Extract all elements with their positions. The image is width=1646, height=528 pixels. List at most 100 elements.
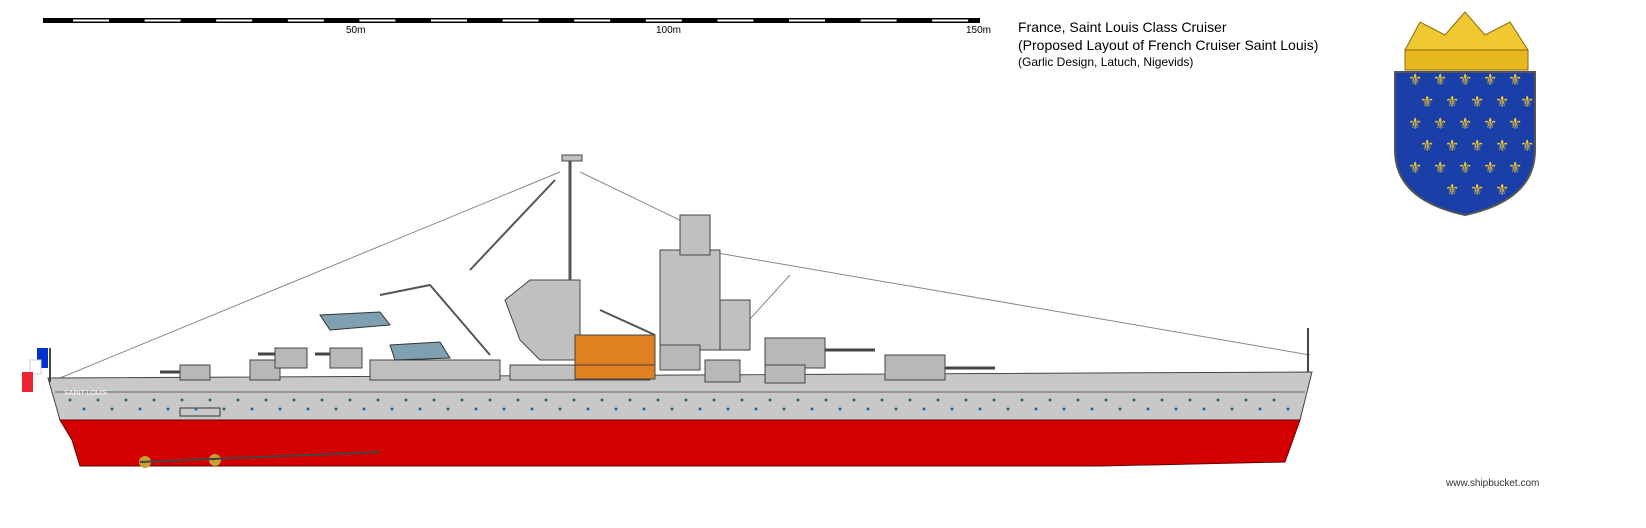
scale-segment — [717, 19, 754, 22]
porthole — [782, 407, 786, 411]
hull — [47, 371, 1313, 467]
fleur-de-lis-icon: ⚜ — [1483, 160, 1497, 177]
porthole — [712, 398, 716, 402]
fleur-de-lis-icon: ⚜ — [1408, 116, 1422, 133]
ship-credits: (Garlic Design, Latuch, Nigevids) — [1018, 55, 1194, 69]
porthole — [194, 407, 198, 411]
porthole — [152, 398, 156, 402]
scale-segment — [574, 19, 611, 22]
porthole — [572, 398, 576, 402]
porthole — [82, 407, 86, 411]
porthole — [138, 407, 142, 411]
porthole — [348, 398, 352, 402]
fleur-de-lis-icon: ⚜ — [1420, 138, 1434, 155]
fleur-de-lis-icon: ⚜ — [1495, 138, 1509, 155]
watermark: www.shipbucket.com — [1446, 478, 1540, 489]
scale-segment — [144, 19, 181, 22]
fleur-de-lis-icon: ⚜ — [1433, 72, 1447, 89]
porthole — [502, 407, 506, 411]
fleur-de-lis-icon: ⚜ — [1458, 160, 1472, 177]
porthole — [628, 398, 632, 402]
porthole — [586, 407, 590, 411]
porthole — [1048, 398, 1052, 402]
coat-of-arms: ⚜⚜⚜⚜⚜⚜⚜⚜⚜⚜⚜⚜⚜⚜⚜⚜⚜⚜⚜⚜⚜⚜⚜⚜⚜⚜⚜⚜ — [1394, 11, 1536, 217]
porthole — [390, 407, 394, 411]
fleur-de-lis-icon: ⚜ — [1483, 72, 1497, 89]
porthole — [950, 407, 954, 411]
porthole — [1216, 398, 1220, 402]
turrets — [160, 337, 995, 384]
porthole — [1286, 407, 1290, 411]
porthole — [334, 407, 338, 411]
porthole — [488, 398, 492, 402]
porthole — [460, 398, 464, 402]
fleur-de-lis-icon: ⚜ — [1470, 94, 1484, 111]
portholes — [68, 398, 1290, 411]
fleur-de-lis-icon: ⚜ — [1483, 116, 1497, 133]
scale-label-50m: 50m — [346, 25, 366, 36]
porthole — [418, 407, 422, 411]
propellers — [139, 451, 381, 468]
porthole — [544, 398, 548, 402]
porthole — [1202, 407, 1206, 411]
porthole — [222, 407, 226, 411]
porthole — [824, 398, 828, 402]
scale-segment — [73, 19, 109, 22]
fleur-de-lis-icon: ⚜ — [1520, 94, 1534, 111]
scale-bar — [43, 18, 980, 23]
scale-segment — [502, 19, 539, 22]
fleur-de-lis-icon: ⚜ — [1458, 72, 1472, 89]
fleur-de-lis-icon: ⚜ — [1458, 116, 1472, 133]
porthole — [264, 398, 268, 402]
porthole — [1132, 398, 1136, 402]
porthole — [558, 407, 562, 411]
porthole — [992, 398, 996, 402]
scale-segment — [932, 19, 969, 22]
porthole — [236, 398, 240, 402]
scale-segment — [287, 19, 324, 22]
porthole — [978, 407, 982, 411]
ship-title: France, Saint Louis Class Cruiser — [1018, 19, 1227, 35]
porthole — [516, 398, 520, 402]
porthole — [838, 407, 842, 411]
porthole — [698, 407, 702, 411]
porthole — [110, 407, 114, 411]
fleur-de-lis-icon: ⚜ — [1445, 94, 1459, 111]
fleur-de-lis-icon: ⚜ — [1470, 138, 1484, 155]
scale-segment — [359, 19, 396, 22]
porthole — [1160, 398, 1164, 402]
fleur-de-lis-icon: ⚜ — [1445, 182, 1459, 199]
porthole — [866, 407, 870, 411]
porthole — [124, 398, 128, 402]
porthole — [306, 407, 310, 411]
porthole — [292, 398, 296, 402]
porthole — [1090, 407, 1094, 411]
hull-name: SAINT LOUIS — [64, 390, 108, 397]
porthole — [404, 398, 408, 402]
porthole — [796, 398, 800, 402]
superstructure — [369, 154, 751, 381]
porthole — [600, 398, 604, 402]
porthole — [852, 398, 856, 402]
porthole — [1076, 398, 1080, 402]
scale-segment — [860, 19, 897, 22]
scale-segment — [431, 19, 467, 22]
porthole — [1104, 398, 1108, 402]
porthole — [894, 407, 898, 411]
porthole — [1244, 398, 1248, 402]
porthole — [656, 398, 660, 402]
porthole — [530, 407, 534, 411]
porthole — [740, 398, 744, 402]
porthole — [754, 407, 758, 411]
porthole — [642, 407, 646, 411]
fleur-de-lis-icon: ⚜ — [1470, 182, 1484, 199]
porthole — [446, 407, 450, 411]
porthole — [1118, 407, 1122, 411]
cranes — [379, 179, 656, 356]
porthole — [180, 398, 184, 402]
porthole — [1188, 398, 1192, 402]
fleur-de-lis-icon: ⚜ — [1433, 160, 1447, 177]
porthole — [278, 407, 282, 411]
porthole — [1062, 407, 1066, 411]
